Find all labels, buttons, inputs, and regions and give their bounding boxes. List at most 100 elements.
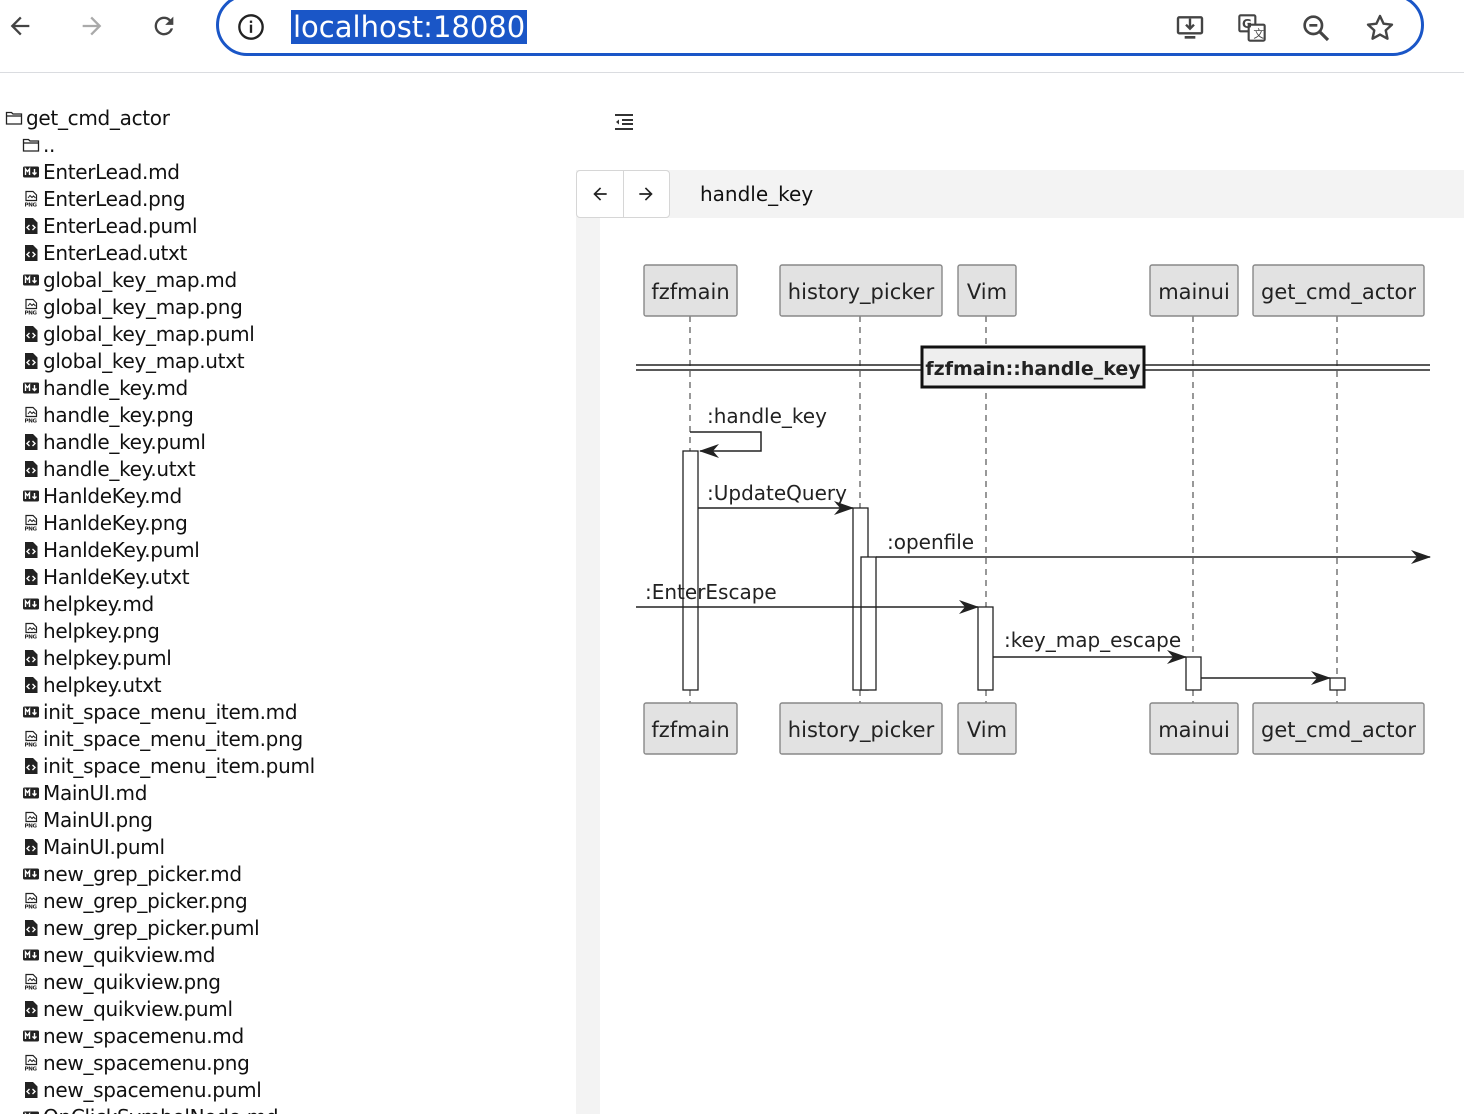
image-file-icon: PNG <box>25 892 38 910</box>
code-file-icon <box>25 676 38 693</box>
file-label: helpkey.png <box>43 618 160 643</box>
file-item[interactable]: EnterLead.puml <box>22 212 198 239</box>
file-item[interactable]: init_space_menu_item.puml <box>22 752 315 779</box>
star-icon <box>1366 14 1394 40</box>
file-item[interactable]: MainUI.puml <box>22 833 165 860</box>
markdown-file-icon <box>23 868 39 879</box>
file-item[interactable]: helpkey.utxt <box>22 671 162 698</box>
svg-text:PNG: PNG <box>25 742 38 748</box>
markdown-file-icon <box>23 706 39 717</box>
file-item[interactable]: EnterLead.md <box>22 158 180 185</box>
file-item[interactable]: new_quikview.md <box>22 941 215 968</box>
file-item[interactable]: new_spacemenu.puml <box>22 1076 262 1103</box>
zoom-button[interactable] <box>1297 9 1335 47</box>
back-button[interactable] <box>0 6 40 46</box>
participant-box <box>1149 702 1239 755</box>
file-item[interactable]: handle_key.utxt <box>22 455 196 482</box>
file-item[interactable]: helpkey.md <box>22 590 154 617</box>
file-item[interactable]: handle_key.puml <box>22 428 206 455</box>
file-label: global_key_map.md <box>43 267 237 292</box>
code-file-icon <box>25 325 38 342</box>
file-item[interactable]: MainUI.md <box>22 779 147 806</box>
file-item[interactable]: global_key_map.puml <box>22 320 255 347</box>
viewer-next-button[interactable] <box>622 171 670 217</box>
activation-bar <box>860 556 877 691</box>
address-bar[interactable]: localhost:18080 G 文 <box>216 0 1424 56</box>
code-file-icon <box>25 568 38 585</box>
folder-icon <box>22 138 40 152</box>
file-label: EnterLead.png <box>43 186 186 211</box>
svg-text:PNG: PNG <box>25 904 38 910</box>
code-file-icon <box>25 244 38 261</box>
forward-button[interactable] <box>72 6 112 46</box>
info-icon[interactable] <box>237 13 265 41</box>
file-item[interactable]: PNG init_space_menu_item.png <box>22 725 304 752</box>
svg-text:PNG: PNG <box>25 418 38 424</box>
file-item[interactable]: EnterLead.utxt <box>22 239 187 266</box>
svg-text:文: 文 <box>1253 27 1264 40</box>
message-label: :EnterEscape <box>645 580 777 604</box>
file-item[interactable]: PNG new_spacemenu.png <box>22 1049 250 1076</box>
zoom-out-icon <box>1303 15 1330 42</box>
file-item[interactable]: new_quikview.puml <box>22 995 233 1022</box>
url-text[interactable]: localhost:18080 <box>291 10 528 44</box>
participant-label: history_picker <box>788 280 935 305</box>
file-item[interactable]: global_key_map.utxt <box>22 347 245 374</box>
participant-label: Vim <box>967 718 1007 742</box>
file-label: new_spacemenu.png <box>43 1050 250 1075</box>
file-item[interactable]: new_grep_picker.md <box>22 860 242 887</box>
file-label: OnClickSymbolNode.md <box>43 1105 279 1114</box>
file-item[interactable]: new_grep_picker.puml <box>22 914 260 941</box>
file-item[interactable]: global_key_map.md <box>22 266 237 293</box>
file-item[interactable]: init_space_menu_item.md <box>22 698 298 725</box>
file-item[interactable]: HanldeKey.utxt <box>22 563 190 590</box>
image-file-icon: PNG <box>25 406 38 424</box>
file-item[interactable]: OnClickSymbolNode.md <box>22 1103 279 1114</box>
file-label: global_key_map.utxt <box>43 348 245 373</box>
svg-text:PNG: PNG <box>25 310 38 316</box>
code-file-icon <box>25 217 38 234</box>
activation-bar <box>1185 656 1202 691</box>
markdown-file-icon <box>23 274 39 285</box>
markdown-file-icon <box>23 490 39 501</box>
participant-box <box>957 702 1017 755</box>
image-file-icon: PNG <box>25 1054 38 1072</box>
viewer-nav <box>576 170 670 218</box>
file-item[interactable]: handle_key.md <box>22 374 188 401</box>
translate-button[interactable]: G 文 <box>1233 9 1271 47</box>
back-arrow-icon <box>10 16 30 36</box>
participant-box <box>1252 702 1425 755</box>
tree-root-folder[interactable]: get_cmd_actor <box>5 104 170 131</box>
file-label: EnterLead.md <box>43 159 180 184</box>
participant-label: fzfmain <box>651 718 729 742</box>
left-arrow-icon <box>593 187 607 201</box>
file-label: new_quikview.png <box>43 969 221 994</box>
right-arrow-icon <box>639 187 653 201</box>
toc-toggle-button[interactable] <box>610 108 638 136</box>
file-item[interactable]: HanldeKey.puml <box>22 536 200 563</box>
reload-button[interactable] <box>144 6 184 46</box>
list-indent-icon <box>615 114 633 130</box>
file-item[interactable]: new_spacemenu.md <box>22 1022 244 1049</box>
participant-label: history_picker <box>788 718 935 743</box>
file-label: init_space_menu_item.png <box>43 726 303 751</box>
file-label: EnterLead.puml <box>43 213 198 238</box>
tree-parent-folder[interactable]: .. <box>22 131 55 158</box>
install-app-button[interactable] <box>1171 9 1209 47</box>
file-item[interactable]: HanldeKey.md <box>22 482 182 509</box>
viewer-prev-button[interactable] <box>577 171 623 217</box>
activation-bar <box>977 606 994 691</box>
code-file-icon <box>25 1081 38 1098</box>
bookmark-button[interactable] <box>1361 9 1399 47</box>
participant-label: get_cmd_actor <box>1261 280 1416 305</box>
file-item[interactable]: helpkey.puml <box>22 644 172 671</box>
file-label: MainUI.puml <box>43 834 165 859</box>
